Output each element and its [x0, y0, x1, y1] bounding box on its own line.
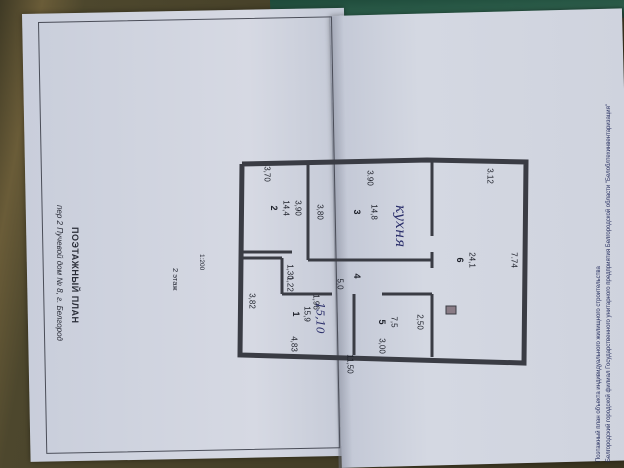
dim-3-12: 3.12: [485, 168, 495, 184]
dim-3-82: 3,82: [247, 293, 257, 309]
room-2-area: 14,4: [281, 200, 291, 216]
room-1-area: 15,9: [302, 306, 312, 322]
floor-label: 2 этаж: [171, 268, 180, 291]
room-5-number: 5: [377, 319, 387, 325]
dim-3-80: 3,80: [315, 204, 325, 220]
room-2-number: 2: [269, 205, 279, 211]
floor-plan-walls: [237, 157, 529, 366]
dim-2-50: 2,50: [415, 314, 425, 330]
document-title: ПОЭТАЖНЫЙ ПЛАН: [70, 227, 80, 324]
room-3-number: 3: [352, 209, 362, 215]
stamp-line-1: Белгородский городской филиал Государств…: [606, 104, 612, 462]
room-3-area: 14,8: [369, 204, 379, 220]
dim-3-70: 3,70: [262, 166, 272, 182]
dim-3-90-room3: 3.90: [365, 170, 375, 186]
stamp-line-2: Поэтажный план объекта индивидуального ж…: [596, 266, 602, 462]
dim-4-83: 4,83: [289, 336, 299, 352]
dim-3-90-room2: 3,90: [293, 200, 303, 216]
dim-5-0: 5,0: [335, 278, 345, 290]
dim-11-50: 11,50: [345, 354, 355, 374]
handwritten-kitchen: кухня: [392, 204, 408, 248]
room-6-number: 6: [455, 257, 465, 263]
room-6-area: 24,1: [467, 252, 477, 268]
room-4-number: 4: [352, 273, 362, 279]
room-5-area: 7,5: [389, 316, 399, 328]
scale-label: 1:200: [198, 254, 205, 271]
dim-3-00: 3,00: [377, 338, 387, 354]
room-1-number: 1: [291, 311, 301, 317]
outer-wall: [237, 157, 529, 366]
document-address: пер 2 Пучевой дом № 8, г. Белгород: [55, 205, 64, 341]
dim-1-22: 1,22: [285, 276, 295, 292]
dim-7-74: 7.74: [509, 252, 519, 268]
room-6-fixture: [445, 305, 457, 315]
handwritten-room1-area: 15,10: [313, 302, 327, 334]
